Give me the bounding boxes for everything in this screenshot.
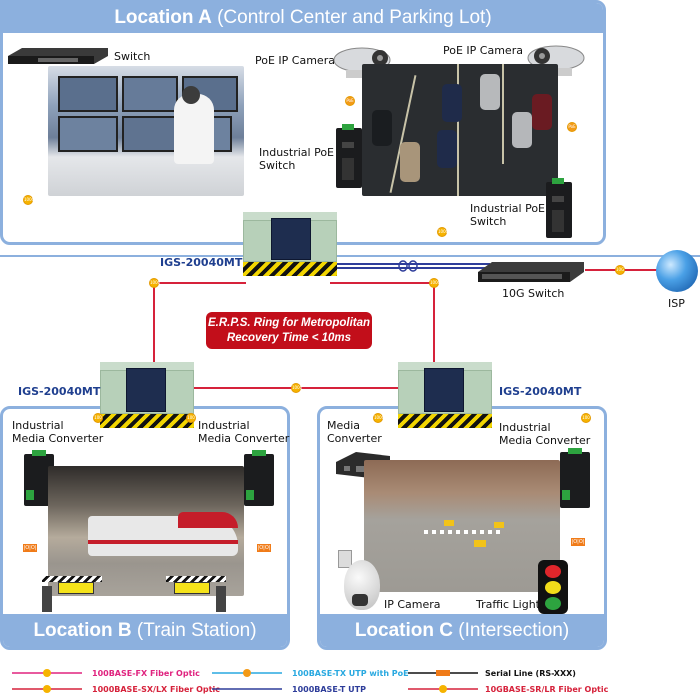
erps-line1: E.R.P.S. Ring for Metropolitan [207,317,371,329]
poe-switch-1-label-line1: Industrial PoE [259,146,335,159]
b-mc-right-label-line1: Industrial [198,419,250,432]
serial-badge: |O|O| [23,544,37,552]
aggregation-loop-1 [398,260,408,272]
badge-poe: PoE [567,122,577,132]
c-mc-right-label-line2: Media Converter [499,434,591,447]
poe-switch-1-label-line2: Switch [259,159,296,172]
legend-swatch-1000t [212,688,282,690]
ptz-camera-icon [338,546,382,612]
poe-camera-1-label: PoE IP Camera [255,54,335,67]
location-a-title: Location A [114,7,212,28]
b-mc-left-label-line2: Media Converter [12,432,104,445]
poe-switch-2-label: Industrial PoE Switch [470,202,545,228]
location-c-title: Location C [354,620,453,641]
badge-poe: PoE [345,96,355,106]
location-b-cabinet [100,362,194,430]
barrier-gate-left-icon [42,572,112,612]
serial-badge: |O|O| [571,538,585,546]
c-mc-right-label: Industrial Media Converter [499,421,590,447]
legend-swatch-1000sx [12,685,82,693]
control-room-photo [48,66,244,196]
10g-switch-icon [478,258,584,282]
legend-swatch-100fx [12,669,82,677]
poe-camera-2-label: PoE IP Camera [443,44,523,57]
badge-100: 100 [93,413,103,423]
legend-label-100tx-poe: 100BASE-TX UTP with PoE [292,669,409,678]
c-mc-left-label: Media Converter [327,419,382,445]
badge-1000: 1000 [373,413,384,423]
traffic-light-label: Traffic Light [476,598,540,611]
b-mc-left-label-line1: Industrial [12,419,64,432]
location-a-header: Location A (Control Center and Parking L… [3,3,603,33]
b-mc-right-label: Industrial Media Converter [198,419,289,445]
location-c-subtitle: (Intersection) [458,620,570,641]
igs-switch-icon [126,368,166,412]
isp-globe-icon [656,250,698,292]
intersection-photo [364,460,560,592]
isp-label: ISP [668,297,685,310]
train-station-photo [48,466,244,596]
poe-switch-2-label-line1: Industrial PoE [470,202,546,215]
location-b-subtitle: (Train Station) [136,620,257,641]
badge-100: 100 [581,413,591,423]
erps-callout: E.R.P.S. Ring for Metropolitan Recovery … [206,312,372,349]
location-a-subtitle: (Control Center and Parking Lot) [217,7,492,28]
igs-switch-icon [271,218,311,260]
legend-swatch-10g [408,685,478,693]
poe-switch-2-label-line2: Switch [470,215,507,228]
badge-1000: 1000 [429,278,440,288]
legend-label-serial: Serial Line (RS-XXX) [485,669,576,678]
b-mc-right-label-line2: Media Converter [198,432,290,445]
ip-camera-label: IP Camera [384,598,441,611]
location-b-model-label: IGS-20040MT [18,385,101,398]
aggregation-loop-2 [408,260,418,272]
location-b-title: Location B [33,620,132,641]
location-c-model-label: IGS-20040MT [499,385,582,398]
poe-switch-2-icon [546,178,572,238]
badge-100: 100 [186,413,196,423]
poe-camera-2-icon [526,40,586,78]
legend-label-1000sx: 1000BASE-SX/LX Fiber Optic [92,685,220,694]
location-c-header: Location C (Intersection) [320,614,604,647]
barrier-gate-right-icon [166,572,236,612]
badge-1000: 1000 [291,383,302,393]
legend-swatch-serial [408,670,478,676]
traffic-light-icon [538,560,568,614]
switch-a-icon [8,46,108,64]
core-switch-cabinet [243,212,337,280]
legend-label-100fx: 100BASE-FX Fiber Optic [92,669,200,678]
legend-label-10g: 10GBASE-SR/LR Fiber Optic [485,685,609,694]
c-mc-left-label-line1: Media [327,419,361,432]
badge-10g: 10G [615,265,625,275]
location-b-header: Location B (Train Station) [3,614,287,647]
core-model-label: IGS-20040MT [160,256,243,269]
c-mc-left-label-line2: Converter [327,432,382,445]
b-mc-left-label: Industrial Media Converter [12,419,103,445]
c-mc-right-icon [560,448,590,508]
erps-line2: Recovery Time < 10ms [226,332,352,344]
poe-switch-1-icon [336,124,362,188]
parking-lot-photo [362,64,558,196]
c-mc-right-label-line1: Industrial [499,421,551,434]
badge-1000: 1000 [437,227,448,237]
legend-label-1000t: 1000BASE-T UTP [292,685,366,694]
badge-1000: 1000 [149,278,160,288]
poe-switch-1-label: Industrial PoE Switch [259,146,334,172]
badge-1000: 1000 [23,195,34,205]
serial-badge: |O|O| [257,544,271,552]
location-c-cabinet [398,362,492,430]
switch-a-label: Switch [114,50,151,63]
10g-switch-label: 10G Switch [502,287,565,300]
igs-switch-icon [424,368,464,412]
legend-swatch-100tx-poe [212,669,282,677]
b-mc-right-icon [244,450,274,506]
